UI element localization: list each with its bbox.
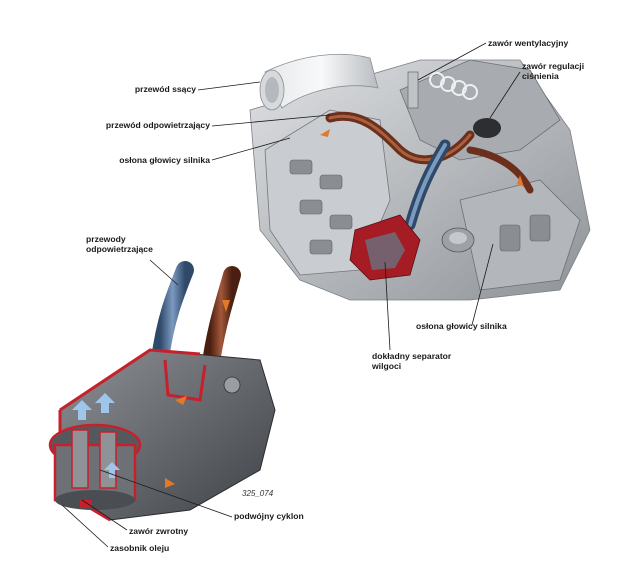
label-zawor-wentylacyjny: zawór wentylacyjny bbox=[488, 38, 569, 48]
label-przewody-line1: przewody bbox=[86, 234, 126, 244]
figure-id: 325_074 bbox=[242, 489, 274, 498]
label-oslona-glowicy-top: osłona głowicy silnika bbox=[119, 155, 210, 165]
label-zawor-regulacji-line2: ciśnienia bbox=[522, 71, 559, 81]
brand-rings-logo bbox=[429, 72, 478, 100]
label-separator-line2: wilgoci bbox=[372, 361, 402, 371]
label-oslona-glowicy-right: osłona głowicy silnika bbox=[416, 321, 507, 331]
label-przewod-ssacy: przewód ssący bbox=[134, 84, 196, 94]
separator-housing-illustration bbox=[48, 261, 276, 522]
leader-lines bbox=[61, 42, 521, 548]
label-przewody-line2: odpowietrzające bbox=[86, 244, 153, 254]
label-podwojny-cyklon: podwójny cyklon bbox=[234, 511, 304, 521]
label-przewod-odpowietrzajacy: przewód odpowietrzający bbox=[105, 120, 210, 130]
label-zasobnik-oleju: zasobnik oleju bbox=[110, 543, 170, 553]
label-zawor-zwrotny: zawór zwrotny bbox=[129, 526, 189, 536]
engine-illustration bbox=[249, 53, 591, 301]
label-zawor-regulacji-line1: zawór regulacji bbox=[522, 61, 585, 71]
label-separator-line1: dokładny separator bbox=[372, 351, 452, 361]
